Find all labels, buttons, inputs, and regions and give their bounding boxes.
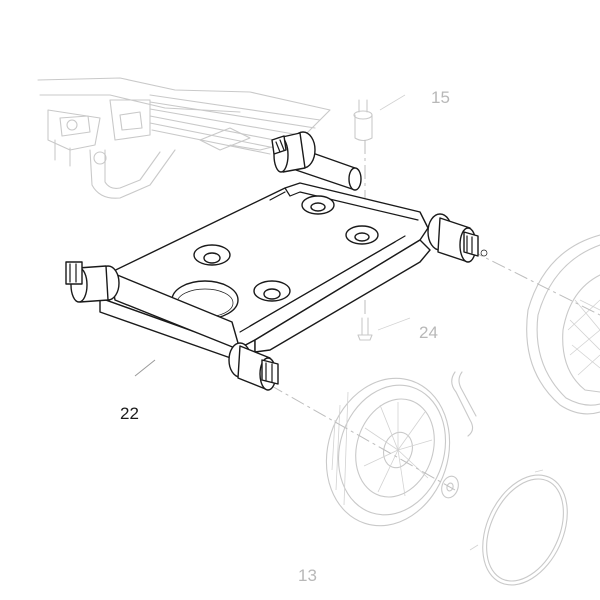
shaft-end-rear-left <box>271 131 316 173</box>
wheel-front <box>325 377 451 527</box>
shaft-end-front-right <box>228 342 279 391</box>
mount-hole-2 <box>253 280 291 302</box>
callout-22-label: 22 <box>120 404 139 423</box>
callout-22-leader <box>134 359 156 377</box>
mount-hole-4 <box>345 225 379 245</box>
wheel-rear-right <box>526 234 600 415</box>
callout-15-label: 15 <box>431 88 450 107</box>
callout-24-label: 24 <box>419 323 438 342</box>
part-15-bushing <box>353 94 406 142</box>
wheel-retaining-clip <box>451 371 477 437</box>
shaft-end-rear-right <box>427 213 488 263</box>
callout-13-label: 13 <box>298 566 317 585</box>
mount-hole-1 <box>193 244 231 266</box>
context-housing-assembly <box>37 77 331 199</box>
shaft-end-front-left <box>65 261 120 303</box>
part-24-screw <box>357 317 411 341</box>
part-22-axle-plate <box>65 131 488 391</box>
mount-hole-3 <box>301 195 335 215</box>
tire-ring <box>469 469 568 586</box>
